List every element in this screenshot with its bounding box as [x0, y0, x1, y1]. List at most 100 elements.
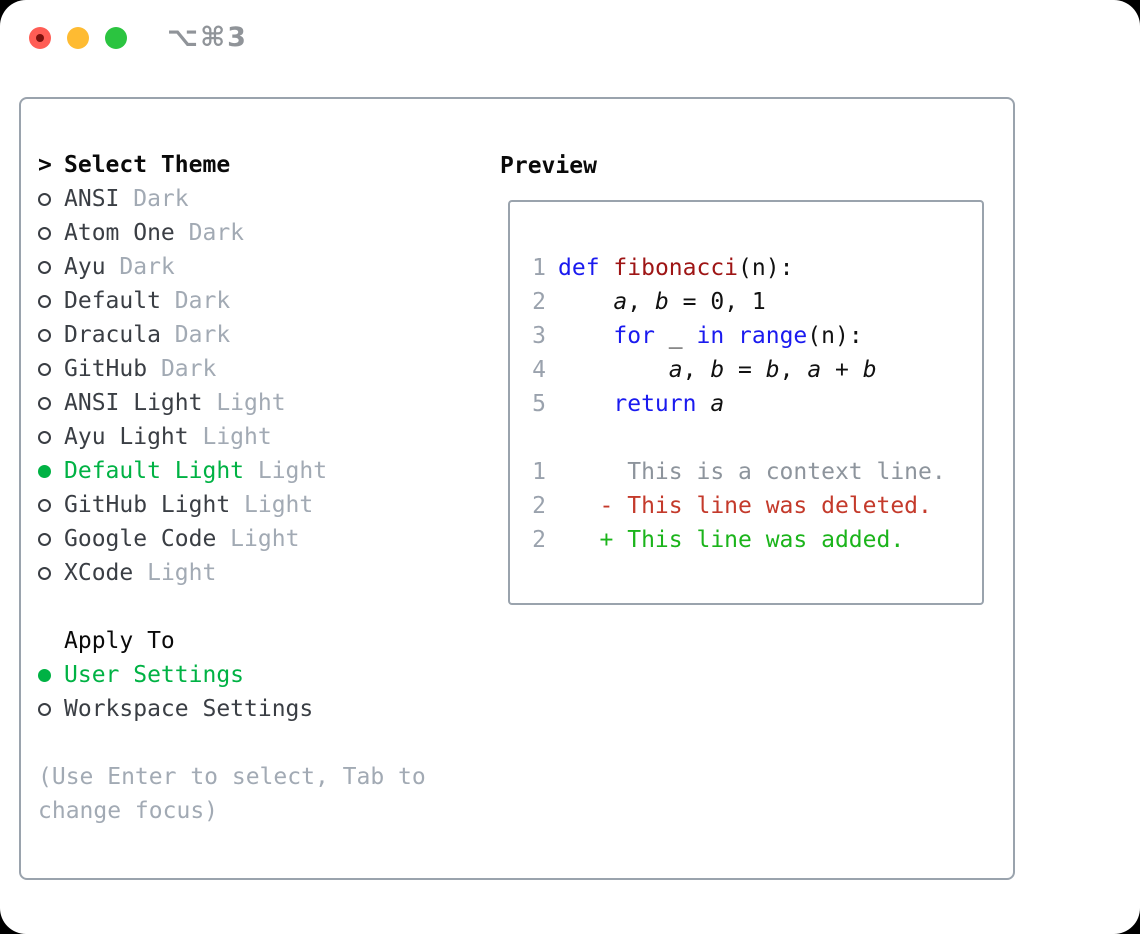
radio-icon: [38, 396, 51, 410]
theme-variant: Light: [244, 458, 328, 484]
theme-name: GitHub: [64, 356, 148, 382]
radio-icon: [38, 328, 51, 342]
diff-line-ctx: 1 This is a context line.: [531, 455, 972, 489]
diff-line-del: 2 - This line was deleted.: [531, 489, 972, 523]
theme-name: ANSI Light: [64, 390, 203, 416]
code-content: a, b = b, a + b: [668, 357, 877, 383]
keyboard-hint: (Use Enter to select, Tab to change focu…: [38, 764, 426, 824]
theme-variant: Dark: [174, 220, 245, 246]
radio-icon: [38, 362, 51, 376]
line-number: 2: [532, 527, 546, 553]
line-number: 1: [532, 255, 546, 281]
theme-name: XCode: [64, 560, 134, 586]
theme-item-ansi[interactable]: ANSI Dark: [38, 182, 484, 216]
theme-item-ansi-light[interactable]: ANSI Light Light: [38, 386, 484, 420]
select-theme-title: Select Theme: [64, 152, 231, 178]
radio-icon: [38, 192, 51, 206]
apply-option-label: Workspace Settings: [64, 696, 314, 722]
code-line: 1 def fibonacci(n):: [531, 251, 972, 285]
code-content: def fibonacci(n):: [558, 255, 794, 281]
radio-icon: [38, 498, 51, 512]
diff-content: This is a context line.: [558, 459, 946, 485]
minimize-button[interactable]: [67, 27, 89, 49]
radio-icon: [38, 294, 51, 308]
theme-variant: Light: [202, 390, 286, 416]
line-number: 1: [532, 459, 546, 485]
code-content: return a: [613, 391, 725, 417]
theme-variant: Dark: [119, 186, 189, 212]
theme-name: Default: [64, 288, 161, 314]
theme-item-dracula[interactable]: Dracula Dark: [38, 318, 484, 352]
dirty-dot-icon: [36, 34, 44, 42]
theme-name: Ayu: [64, 254, 106, 280]
radio-icon: [38, 566, 51, 580]
select-theme-header: > Select Theme: [38, 148, 484, 182]
line-number: 5: [532, 391, 546, 417]
theme-variant: Dark: [160, 322, 231, 348]
theme-item-default[interactable]: Default Dark: [38, 284, 484, 318]
radio-icon: [38, 532, 51, 546]
code-content: for _ in range(n):: [613, 323, 863, 349]
theme-item-github[interactable]: GitHub Dark: [38, 352, 484, 386]
theme-variant: Dark: [105, 254, 175, 280]
theme-item-github-light[interactable]: GitHub Light Light: [38, 488, 484, 522]
line-number: 4: [532, 357, 546, 383]
blank-line: [531, 421, 972, 455]
apply-option-workspace-settings[interactable]: Workspace Settings: [38, 692, 484, 726]
theme-variant: Light: [216, 526, 300, 552]
theme-variant: Dark: [160, 288, 231, 314]
radio-icon: [38, 226, 51, 240]
theme-variant: Light: [230, 492, 314, 518]
apply-to-header: Apply To: [38, 624, 484, 658]
theme-name: GitHub Light: [64, 492, 231, 518]
theme-item-atom-one[interactable]: Atom One Dark: [38, 216, 484, 250]
theme-name: ANSI: [64, 186, 120, 212]
radio-icon: [38, 702, 51, 716]
traffic-lights: [29, 27, 127, 49]
theme-variant: Dark: [147, 356, 217, 382]
theme-item-google-code[interactable]: Google Code Light: [38, 522, 484, 556]
line-number: 2: [532, 493, 546, 519]
spacer: [38, 590, 484, 624]
radio-selected-icon: [38, 464, 51, 478]
theme-item-ayu-light[interactable]: Ayu Light Light: [38, 420, 484, 454]
theme-name: Atom One: [64, 220, 175, 246]
theme-item-xcode[interactable]: XCode Light: [38, 556, 484, 590]
radio-selected-icon: [38, 668, 51, 682]
apply-option-label: User Settings: [64, 662, 245, 688]
diff-line-add: 2 + This line was added.: [531, 523, 972, 557]
code-line: 5 return a: [531, 387, 972, 421]
radio-icon: [38, 260, 51, 274]
preview-title: Preview: [500, 153, 597, 179]
radio-icon: [38, 430, 51, 444]
zoom-button[interactable]: [105, 27, 127, 49]
theme-item-ayu[interactable]: Ayu Dark: [38, 250, 484, 284]
theme-name: Google Code: [64, 526, 217, 552]
code-line: 3 for _ in range(n):: [531, 319, 972, 353]
theme-name: Default Light: [64, 458, 245, 484]
theme-name: Ayu Light: [64, 424, 189, 450]
prompt-icon: >: [38, 152, 52, 178]
theme-variant: Light: [188, 424, 272, 450]
theme-variant: Light: [133, 560, 217, 586]
code-line: 4 a, b = b, a + b: [531, 353, 972, 387]
theme-item-default-light[interactable]: Default Light Light: [38, 454, 484, 488]
diff-sample: 1 This is a context line.2 - This line w…: [531, 455, 972, 557]
code-line: 2 a, b = 0, 1: [531, 285, 972, 319]
close-button[interactable]: [29, 27, 51, 49]
code-content: a, b = 0, 1: [613, 289, 766, 315]
apply-option-user-settings[interactable]: User Settings: [38, 658, 484, 692]
diff-content: - This line was deleted.: [558, 493, 932, 519]
line-number: 2: [532, 289, 546, 315]
theme-name: Dracula: [64, 322, 161, 348]
window-shortcut-label: ⌥⌘3: [167, 22, 248, 53]
line-number: 3: [532, 323, 546, 349]
apply-to-title: Apply To: [64, 628, 175, 654]
